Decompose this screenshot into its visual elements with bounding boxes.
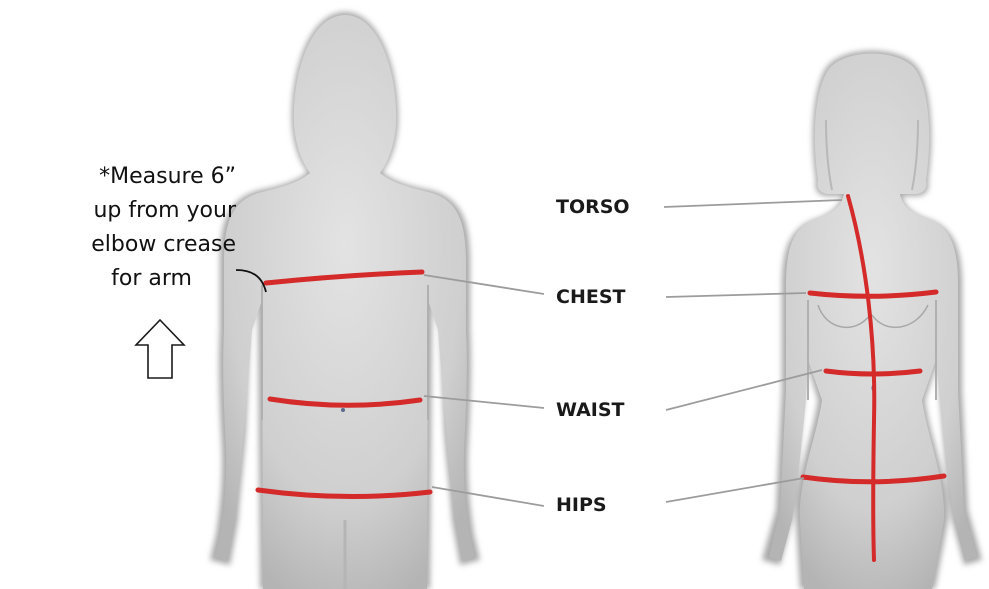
label-waist: WAIST [556, 399, 625, 421]
female-figure [762, 51, 982, 589]
up-arrow-outline-icon [136, 320, 184, 378]
note-line-2: up from your [0, 194, 236, 228]
note-line-1: *Measure 6” [0, 160, 236, 194]
male-figure [210, 12, 480, 589]
torso-leader [664, 200, 842, 207]
note-line-3: elbow crease [0, 228, 236, 262]
waist-leader-male [424, 396, 544, 408]
arm-measure-note: *Measure 6” up from your elbow crease fo… [0, 160, 236, 296]
label-chest: CHEST [556, 286, 625, 308]
label-hips: HIPS [556, 494, 607, 516]
note-line-4: for arm [0, 262, 236, 296]
hips-leader-male [432, 487, 544, 506]
label-torso: TORSO [556, 196, 630, 218]
